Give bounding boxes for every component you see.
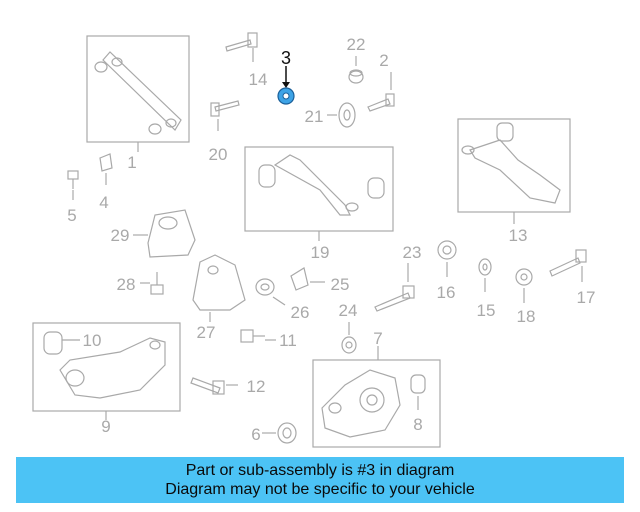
part-25-bracket <box>290 267 325 291</box>
callout-3: 3 <box>281 48 291 68</box>
callout-17: 17 <box>577 288 596 307</box>
banner-line-2: Diagram may not be specific to your vehi… <box>165 481 475 498</box>
part-9-box <box>32 322 181 412</box>
callout-16: 16 <box>437 283 456 302</box>
callout-19: 19 <box>311 243 330 262</box>
callout-1: 1 <box>127 153 136 172</box>
callout-28: 28 <box>117 275 136 294</box>
callout-27: 27 <box>197 323 216 342</box>
callout-6: 6 <box>251 425 260 444</box>
part-18-nut <box>515 268 533 303</box>
callout-21: 21 <box>305 107 324 126</box>
part-28-bolt <box>140 272 164 295</box>
part-15-washer <box>478 258 492 292</box>
part-22-nut <box>348 56 364 84</box>
callout-10: 10 <box>83 331 102 350</box>
callout-12: 12 <box>247 377 266 396</box>
callout-26: 26 <box>291 303 310 322</box>
banner-line-1: Part or sub-assembly is #3 in diagram <box>185 462 455 479</box>
callout-29: 29 <box>111 226 130 245</box>
part-21-washer <box>327 102 356 128</box>
callout-14: 14 <box>249 70 268 89</box>
callout-18: 18 <box>517 307 536 326</box>
part-19-drawing <box>258 154 385 216</box>
callout-24: 24 <box>339 301 358 320</box>
part-23-bolt <box>374 263 415 312</box>
callout-2: 2 <box>379 51 388 70</box>
callout-4: 4 <box>99 193 108 212</box>
callout-7: 7 <box>373 329 382 348</box>
callout-23: 23 <box>403 243 422 262</box>
part-27-bracket <box>192 254 246 322</box>
callout-5: 5 <box>67 206 76 225</box>
part-26-bushing <box>255 278 286 306</box>
part-4-bracket <box>99 153 113 185</box>
callout-11: 11 <box>279 331 297 350</box>
callout-25: 25 <box>331 275 350 294</box>
part-16-bushing <box>437 240 457 277</box>
part-14-bolt <box>225 32 258 62</box>
part-24-washer <box>341 322 357 354</box>
part-1-drawing <box>94 51 182 135</box>
callout-22: 22 <box>347 35 366 54</box>
part-9-drawing <box>43 331 166 399</box>
part-17-bolt <box>549 249 587 282</box>
part-13-box <box>457 118 571 213</box>
part-29-mount <box>133 209 196 258</box>
part-12-bolt <box>190 377 238 395</box>
part-8-bushing <box>410 374 426 410</box>
part-5-bolt <box>67 170 79 200</box>
callout-8: 8 <box>413 415 422 434</box>
callout-15: 15 <box>477 301 496 320</box>
part-7-box <box>312 359 441 448</box>
callout-20: 20 <box>209 145 228 164</box>
callout-13: 13 <box>509 226 528 245</box>
part-6-cap <box>262 422 297 444</box>
info-banner: Part or sub-assembly is #3 in diagram Di… <box>16 457 624 503</box>
part-13-drawing <box>461 122 561 204</box>
callout-9: 9 <box>101 417 110 436</box>
part-11-bolt <box>240 329 276 343</box>
part-3-highlighted[interactable] <box>277 66 295 105</box>
part-7-drawing <box>321 346 401 438</box>
part-20-bolt <box>210 100 240 131</box>
part-2-bolt <box>367 72 395 112</box>
